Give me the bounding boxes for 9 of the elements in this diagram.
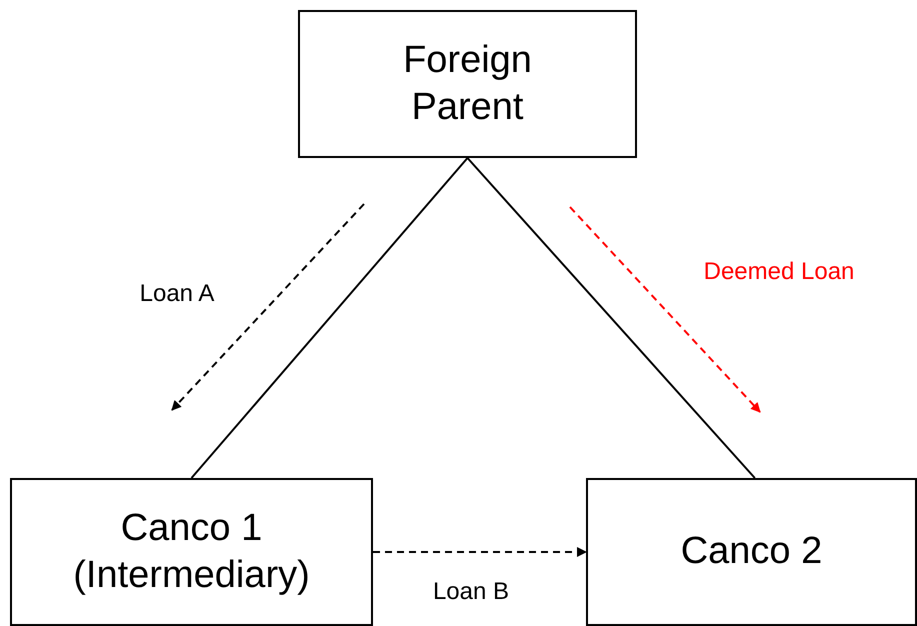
dashed-arrow (373, 547, 587, 557)
entity-box (586, 478, 917, 626)
entity-name: Canco 2 (680, 529, 822, 574)
connector-line (466, 157, 756, 479)
connector-line (190, 157, 468, 479)
entity-box (10, 478, 373, 626)
entity-box (298, 10, 637, 158)
entity-name: Canco 1 (Intermediary) (72, 506, 311, 598)
entity-name: Foreign Parent (402, 38, 533, 130)
